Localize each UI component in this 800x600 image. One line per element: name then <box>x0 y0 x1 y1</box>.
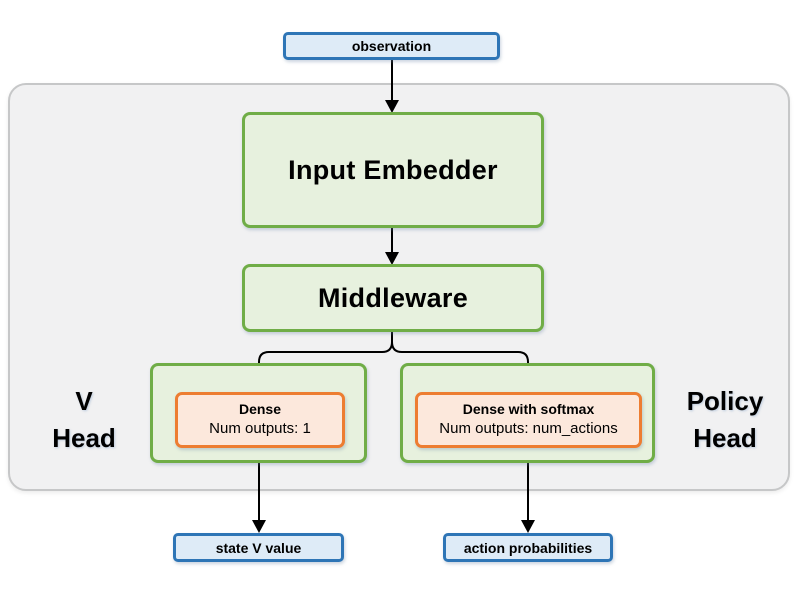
observation-box: observation <box>283 32 500 60</box>
policy-head-label: Policy Head <box>660 380 790 460</box>
v-head-label-line1: V <box>75 386 93 416</box>
v-head-dense-subtitle: Num outputs: 1 <box>209 420 311 438</box>
action-probabilities-label: action probabilities <box>463 539 593 556</box>
v-head-label-line2: Head <box>52 423 116 453</box>
v-head-dense-box: Dense Num outputs: 1 <box>175 392 345 448</box>
policy-head-dense-subtitle: Num outputs: num_actions <box>439 420 618 438</box>
state-v-value-label: state V value <box>215 539 302 556</box>
policy-head-label-line2: Head <box>693 423 757 453</box>
state-v-value-box: state V value <box>173 533 344 562</box>
action-probabilities-box: action probabilities <box>443 533 613 562</box>
policy-head-label-line1: Policy <box>686 386 764 416</box>
input-embedder-label: Input Embedder <box>288 154 498 185</box>
policy-head-dense-box: Dense with softmax Num outputs: num_acti… <box>415 392 642 448</box>
middleware-box: Middleware <box>242 264 544 332</box>
observation-label: observation <box>351 38 432 54</box>
policy-head-dense-title: Dense with softmax <box>462 401 595 418</box>
v-head-dense-title: Dense <box>238 401 282 418</box>
input-embedder-box: Input Embedder <box>242 112 544 228</box>
v-head-label: V Head <box>34 380 134 460</box>
middleware-label: Middleware <box>317 282 469 313</box>
